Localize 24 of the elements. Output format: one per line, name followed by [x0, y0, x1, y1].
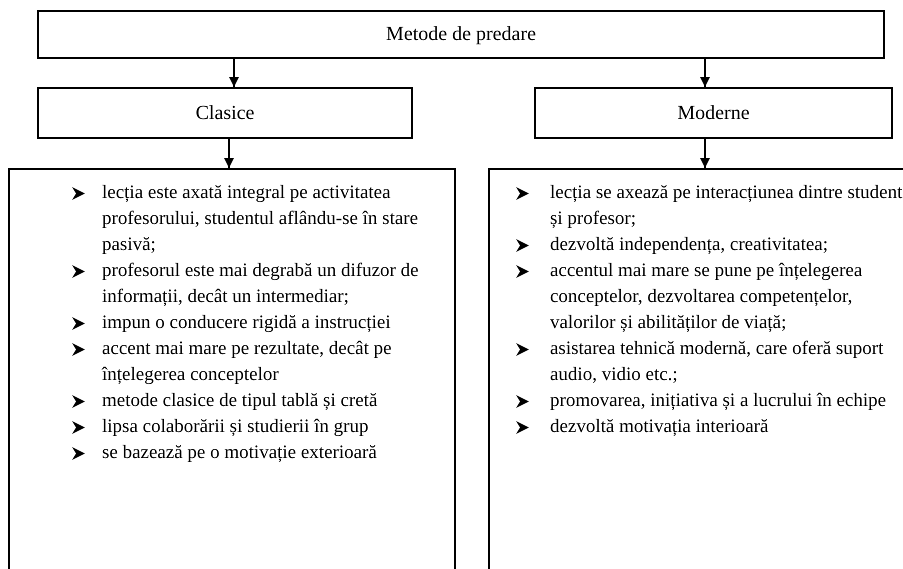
list-item-text: impun o conducere rigidă a instrucției [102, 311, 392, 335]
list-item-text: dezvoltă independența, creativitatea; [550, 233, 829, 257]
arrow [229, 59, 239, 87]
arrow [700, 139, 710, 168]
category-box [534, 87, 893, 139]
list-item-text: accentul mai mare se pune pe înțelegerea conceptelor, dezvoltarea competențelor, valorilor și abilităților de viață; [550, 259, 864, 335]
box-title: Clasice [196, 102, 254, 124]
box-title: Moderne [677, 102, 750, 124]
list-item-text: lecția este axată integral pe activitatea profesorului, studentul aflându-se în stare pasivă; [102, 181, 420, 257]
list-item-text: lecția se axează pe interacțiunea dintre student și profesor; [550, 181, 903, 231]
list-item-text: lipsa colaborării și studierii în grup [102, 415, 370, 439]
box-title: Metode de predare [386, 23, 536, 46]
arrow [224, 139, 234, 168]
bullet-list-box [488, 168, 903, 569]
list-item-text: promovarea, inițiativa și a lucrului în echipe [550, 389, 888, 413]
bullet-list-box [8, 168, 456, 569]
list-item-text: metode clasice de tipul tablă și cretă [102, 389, 378, 413]
category-box [37, 87, 413, 139]
list-item-text: se bazează pe o motivație exterioară [102, 441, 378, 465]
list-item-text: profesorul este mai degrabă un difuzor de informații, decât un intermediar; [102, 259, 420, 309]
arrow [700, 59, 710, 87]
list-item-text: dezvoltă motivația interioară [550, 415, 770, 439]
category-box [37, 10, 885, 59]
list-item-text: asistarea tehnică modernă, care oferă suport audio, vidio etc.; [550, 337, 884, 387]
